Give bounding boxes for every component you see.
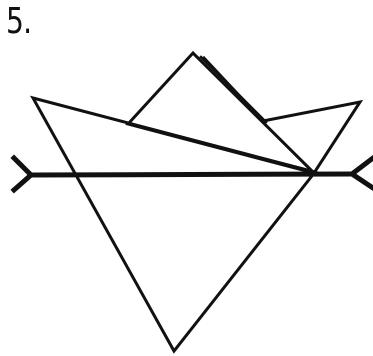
right-small-triangle xyxy=(204,58,360,173)
left-arrow-tail xyxy=(14,158,31,190)
horizontal-axis xyxy=(30,174,352,175)
large-inverted-triangle xyxy=(33,98,315,351)
right-arrow-head xyxy=(352,158,373,188)
back-triangle xyxy=(128,53,314,173)
